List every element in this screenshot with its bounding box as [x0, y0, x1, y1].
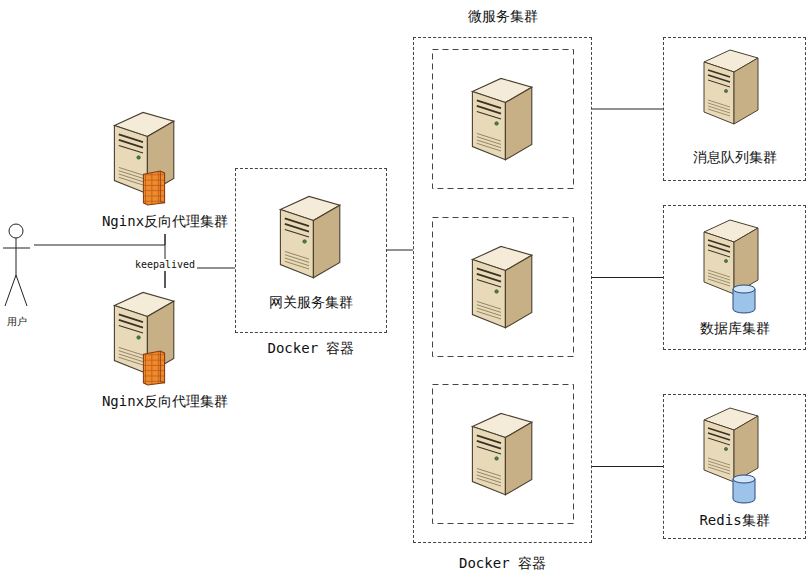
proxy-node: Nginx反向代理集群: [75, 288, 255, 414]
node-label: 消息队列集群: [693, 149, 777, 166]
firewall-icon: [143, 351, 164, 385]
connector-line: [592, 109, 663, 110]
edge-label: keepalived: [133, 259, 197, 271]
connector-line: [592, 466, 663, 467]
node-label: 数据库集群: [700, 320, 770, 337]
node-label: Docker 容器: [459, 555, 546, 572]
server-icon: [704, 220, 758, 294]
server-icon: [472, 78, 531, 159]
server-icon: [704, 408, 758, 482]
node-label: Redis集群: [699, 512, 769, 529]
connector-line: [165, 268, 235, 288]
node-label: 微服务集群: [468, 8, 538, 25]
service-box: 数据库集群: [663, 205, 806, 350]
firewall-icon: [143, 171, 164, 205]
server-icon: [280, 196, 339, 277]
database-icon: [733, 475, 755, 503]
cluster-box: 微服务集群Docker 容器: [413, 37, 592, 543]
gateway-node: 网关服务集群: [244, 189, 378, 315]
service-box: 消息队列集群: [663, 37, 806, 181]
node-label: Docker 容器: [267, 340, 354, 357]
server-icon: [704, 50, 758, 124]
server-icon: [472, 413, 531, 494]
container-box: [433, 50, 574, 524]
service-box: Redis集群: [663, 394, 806, 539]
connector-line: [34, 234, 165, 245]
user-figure: [3, 224, 30, 306]
node-label: Nginx反向代理集群: [102, 213, 228, 230]
node-label: Nginx反向代理集群: [102, 393, 228, 410]
connector-line: [592, 277, 663, 278]
proxy-node: Nginx反向代理集群: [75, 108, 255, 234]
node-label: 网关服务集群: [269, 294, 353, 311]
database-icon: [733, 285, 755, 313]
server-icon: [472, 246, 531, 327]
user-actor: 用户: [0, 222, 34, 328]
container-box: Docker 容器网关服务集群: [235, 168, 387, 333]
connector-line: [387, 250, 413, 251]
node-label: 用户: [7, 315, 27, 328]
